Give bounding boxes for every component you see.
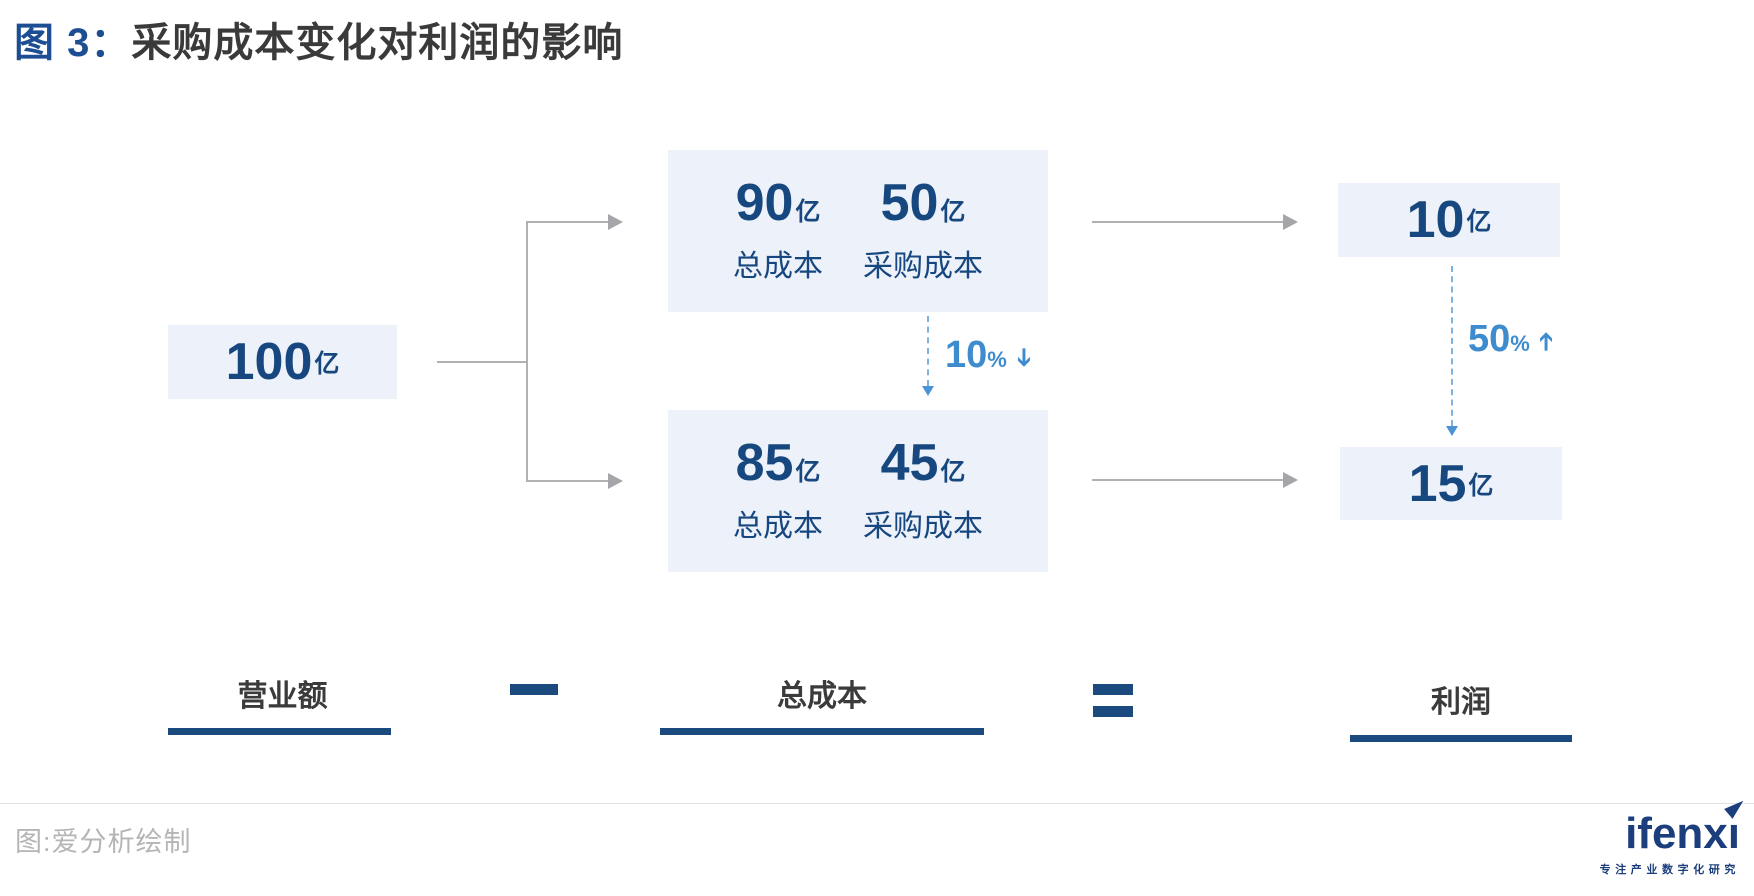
profit-before-unit: 亿 [1466,208,1492,236]
cost-before-box: 90亿 总成本 50亿 采购成本 [668,150,1048,312]
figure-caption: 图:爱分析绘制 [15,827,192,857]
branch-top-line [526,221,610,223]
logo-text-main: ifenx [1625,809,1728,858]
ifenxi-logo: ifenxı 专注产业数字化研究 [1599,796,1748,877]
ifenxi-logo-text: ifenxı [1625,796,1748,858]
footer-divider [0,803,1754,804]
total-cost-before-value: 90 [735,174,794,232]
minus-symbol [510,684,558,695]
branch-bottom-arrowhead-icon [608,473,623,489]
cost-change-value: 10 [945,334,988,376]
profit-change-unit: % [1510,331,1530,356]
revenue-equation-label: 营业额 [237,680,328,713]
revenue-underline [168,728,391,735]
branch-top-arrowhead-icon [608,214,623,230]
total-cost-before-label: 总成本 [733,250,823,283]
cost-change-arrowhead-icon [922,386,934,396]
procurement-cost-after-label: 采购成本 [863,510,983,543]
total-cost-after-value: 85 [735,434,794,492]
cost-before-columns: 90亿 总成本 50亿 采购成本 [733,177,983,285]
profit-equation-label: 利润 [1431,686,1491,719]
profit-after-value: 15 [1408,454,1467,513]
profit-change-label: 50%➔ [1468,318,1560,360]
total-cost-after: 85亿 总成本 [733,437,823,545]
profit-after-unit: 亿 [1468,471,1494,500]
cost-to-profit-bottom-arrowhead-icon [1283,472,1298,488]
branch-stem-line [437,361,527,363]
figure-title: 图 3：采购成本变化对利润的影响 [14,10,623,68]
cost-to-profit-bottom-line [1092,479,1284,481]
total-cost-after-unit: 亿 [795,458,821,486]
profit-change-value: 50 [1468,318,1511,360]
cost-change-unit: % [987,347,1007,372]
procurement-cost-after-unit: 亿 [940,458,966,486]
logo-tagline: 专注产业数字化研究 [1599,864,1740,876]
total-cost-before: 90亿 总成本 [733,177,823,285]
cost-equation-label: 总成本 [777,680,867,713]
equals-symbol-bottom-bar [1093,706,1133,717]
profit-before-value: 10 [1406,191,1465,249]
cost-to-profit-top-line [1092,221,1284,223]
procurement-cost-before-label: 采购成本 [863,250,983,283]
figure-title-text: 采购成本变化对利润的影响 [131,21,624,65]
cost-change-dashed-line [927,316,929,386]
branch-bottom-line [526,480,610,482]
cost-underline [660,728,984,735]
total-cost-after-label: 总成本 [733,510,823,543]
procurement-cost-before: 50亿 采购成本 [863,177,983,285]
decrease-arrow-icon: ➔ [1009,347,1038,368]
profit-underline [1350,735,1572,742]
procurement-cost-before-value: 50 [880,174,939,232]
profit-change-arrowhead-icon [1446,426,1458,436]
equals-symbol-top-bar [1093,684,1133,695]
procurement-cost-before-unit: 亿 [940,198,966,226]
cost-to-profit-top-arrowhead-icon [1283,214,1298,230]
cost-after-columns: 85亿 总成本 45亿 采购成本 [733,437,983,545]
profit-change-dashed-line [1451,266,1453,426]
cost-after-box: 85亿 总成本 45亿 采购成本 [668,410,1048,572]
increase-arrow-icon: ➔ [1531,331,1560,352]
procurement-cost-after-value: 45 [880,434,939,492]
revenue-value: 100 [225,333,313,391]
branch-vertical-line [526,221,528,482]
logo-text-last: ı [1727,809,1740,858]
total-cost-before-unit: 亿 [795,198,821,226]
figure-number: 图 3： [14,21,132,65]
revenue-unit: 亿 [314,350,340,378]
cost-change-label: 10%➔ [945,334,1038,376]
procurement-cost-after: 45亿 采购成本 [863,437,983,545]
